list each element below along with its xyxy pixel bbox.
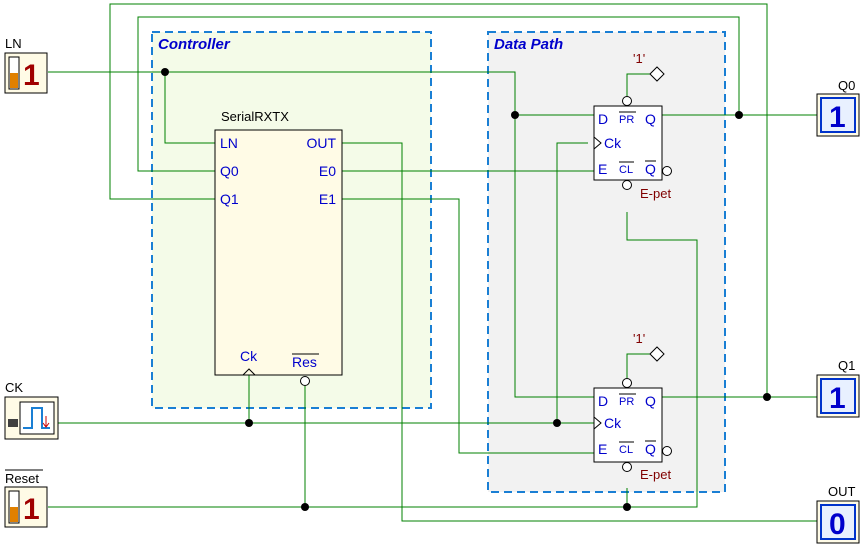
block-clock-triangle <box>242 368 256 376</box>
output-q1-value: 1 <box>829 382 846 415</box>
output-q0-label: Q0 <box>838 78 855 93</box>
ff1-cl-bubble <box>622 180 632 190</box>
clock-edge-icon <box>42 416 50 428</box>
pin-ck: Ck <box>240 348 258 364</box>
ff2-pin-pr: PR <box>619 396 634 408</box>
output-out-label: OUT <box>828 484 856 499</box>
pin-res: Res <box>292 354 317 370</box>
block-res-bubble <box>300 376 310 386</box>
ff1-preset-diamond <box>649 66 665 82</box>
flipflop-2[interactable]: '1' D PR Q Ck E CL Q E-pet <box>593 331 672 482</box>
ff1-type: E-pet <box>640 186 671 201</box>
block-name: SerialRXTX <box>221 109 289 124</box>
input-ln-switch[interactable]: LN 1 <box>4 36 48 94</box>
ff1-pin-pr: PR <box>619 114 634 126</box>
output-q0-value: 1 <box>829 101 846 134</box>
ff2-clock-triangle <box>593 416 602 430</box>
ff1-qn-bubble <box>662 166 672 176</box>
clock-wave-icon <box>23 407 50 429</box>
input-ck-clock[interactable]: CK <box>4 380 59 440</box>
input-reset-value: 1 <box>23 493 40 526</box>
ff2-type: E-pet <box>640 467 671 482</box>
output-out-value: 0 <box>829 508 846 541</box>
wires <box>48 3 817 522</box>
ff1-pin-cl: CL <box>619 164 633 176</box>
junctions <box>161 68 771 511</box>
ff2-preset-diamond <box>649 346 665 362</box>
pin-e1: E1 <box>319 191 336 207</box>
ff1-preset-label: '1' <box>633 51 645 66</box>
ff1-pin-ck: Ck <box>604 135 622 151</box>
ff1-pin-q: Q <box>645 111 656 127</box>
ff2-pin-cl: CL <box>619 444 633 456</box>
wire-ln-to-block <box>164 72 215 144</box>
pin-out: OUT <box>306 135 336 151</box>
wire-q1-loop <box>109 3 768 397</box>
pin-q0: Q0 <box>220 163 239 179</box>
wire-out <box>342 142 817 522</box>
wire-ln <box>48 71 594 116</box>
wire-ln-to-ff2 <box>514 115 594 398</box>
ff1-pin-e: E <box>598 161 607 177</box>
input-ln-value: 1 <box>23 59 40 92</box>
ff2-pin-qn: Q <box>645 441 656 457</box>
ff1-pr-bubble <box>622 96 632 106</box>
switch-lever-icon <box>10 73 18 88</box>
ff2-cl-bubble <box>622 462 632 472</box>
output-q1-label: Q1 <box>838 358 855 373</box>
ff2-pin-d: D <box>598 393 608 409</box>
ff2-qn-bubble <box>662 446 672 456</box>
ff2-pin-ck: Ck <box>604 415 622 431</box>
wire-preset-1 <box>626 73 650 96</box>
input-reset-label: Reset <box>5 471 39 486</box>
serialrxtx-block[interactable]: SerialRXTX LN Q0 Q1 OUT E0 E1 Ck Res <box>214 109 343 386</box>
wire-preset-2 <box>626 353 650 378</box>
pin-e0: E0 <box>319 163 336 179</box>
ff1-pin-d: D <box>598 111 608 127</box>
ff2-preset-label: '1' <box>633 331 645 346</box>
output-q0-display: Q0 1 <box>816 78 860 137</box>
pin-q1: Q1 <box>220 191 239 207</box>
output-out-display: OUT 0 <box>816 484 860 544</box>
ff2-pr-bubble <box>622 378 632 388</box>
input-reset-switch[interactable]: Reset 1 <box>4 469 48 528</box>
ff1-pin-qn: Q <box>645 161 656 177</box>
wire-q0-loop <box>137 16 740 172</box>
output-q1-display: Q1 1 <box>816 358 860 418</box>
controller-region-title: Controller <box>158 36 231 53</box>
ff2-pin-e: E <box>598 441 607 457</box>
input-ln-label: LN <box>5 36 22 51</box>
ff1-clock-triangle <box>593 136 602 150</box>
wire-e1 <box>342 198 594 454</box>
ff2-pin-q: Q <box>645 393 656 409</box>
pin-ln: LN <box>220 135 238 151</box>
switch-lever-icon <box>10 507 18 522</box>
flipflop-1[interactable]: '1' D PR Q Ck E CL Q E-pet <box>593 51 672 201</box>
wire-reset <box>48 212 698 508</box>
clock-plug-icon <box>8 419 18 427</box>
input-ck-label: CK <box>5 380 23 395</box>
wire-clock-ff1 <box>556 142 588 423</box>
datapath-region-title: Data Path <box>494 36 563 53</box>
